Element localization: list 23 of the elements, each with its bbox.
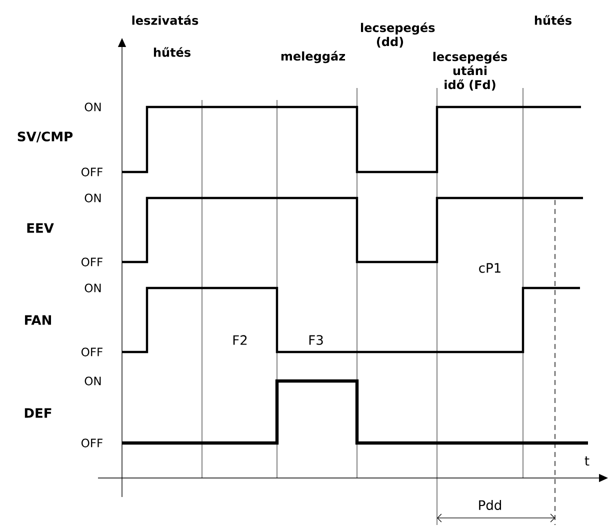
state-label: ON <box>84 284 101 292</box>
state-label: OFF <box>82 438 102 448</box>
phase-label: meleggáz <box>281 50 346 64</box>
phase-label: hűtés <box>154 47 190 57</box>
state-label: ON <box>84 194 101 202</box>
state-label: OFF <box>82 168 102 176</box>
state-label: ON <box>84 376 101 386</box>
signal-name: SV/CMP <box>18 132 73 142</box>
parameter-label: F2 <box>233 335 247 345</box>
phase-label: lecsepegés utáni idő (Fd) <box>433 51 508 91</box>
phase-label: hűtés <box>534 15 572 25</box>
signal-name: DEF <box>24 408 52 418</box>
phase-label: leszivatás <box>132 15 198 25</box>
dimension-label: Pdd <box>479 500 501 510</box>
parameter-label: F3 <box>309 335 323 345</box>
state-label: OFF <box>82 258 102 266</box>
signal-name: FAN <box>25 315 51 325</box>
state-label: OFF <box>82 348 102 356</box>
parameter-label: cP1 <box>479 263 500 273</box>
axis-label: t <box>584 456 590 466</box>
phase-label: lecsepegés (dd) <box>361 22 435 48</box>
signal-name: EEV <box>27 223 54 233</box>
state-label: ON <box>84 102 101 112</box>
